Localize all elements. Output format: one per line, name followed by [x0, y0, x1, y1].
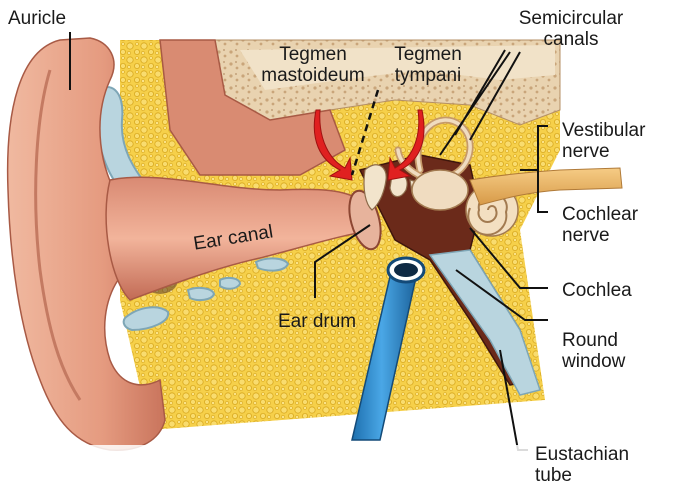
label-cochlear-nerve: Cochlear nerve — [562, 204, 638, 246]
vestibule — [412, 170, 468, 210]
label-ear-drum: Ear drum — [278, 311, 356, 332]
label-tegmen-mastoideum: Tegmen mastoideum — [253, 44, 373, 86]
label-vestibular-nerve: Vestibular nerve — [562, 120, 645, 162]
label-tegmen-tympani: Tegmen tympani — [378, 44, 478, 86]
label-semicircular-canals: Semicircular canals — [508, 8, 634, 50]
label-cochlea: Cochlea — [562, 280, 632, 301]
label-round-window: Round window — [562, 330, 625, 372]
label-auricle: Auricle — [8, 8, 66, 29]
label-eustachian-tube: Eustachian tube — [535, 444, 629, 486]
